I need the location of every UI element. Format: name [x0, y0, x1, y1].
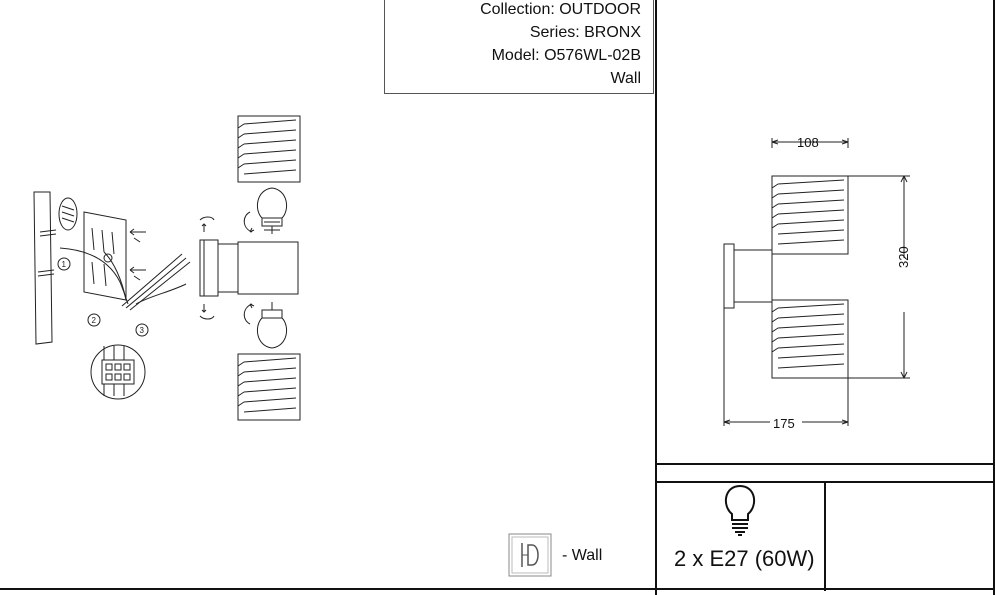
fixture-body: [217, 243, 239, 293]
rotate-arrow-bottom: [199, 304, 215, 320]
frame-spec-cell-divider: [824, 481, 826, 591]
bottom-bulb: [256, 302, 288, 349]
mount-type-label: Wall: [610, 70, 641, 87]
wall-mount-icon: [508, 533, 552, 577]
wall-slab: [33, 191, 53, 345]
series-label: Series: BRONX: [529, 24, 641, 41]
assembly-arrow-2: [129, 266, 146, 274]
dimension-diagram: [723, 138, 910, 426]
dim-width-label: 108: [797, 135, 819, 150]
dim-width-line: [771, 138, 849, 148]
step-2-number: 2: [92, 316, 97, 325]
installation-diagram: 1 2 3: [33, 115, 301, 421]
wall-legend-label: - Wall: [562, 547, 603, 564]
power-cable: [59, 247, 129, 305]
dim-wall-bracket: [723, 243, 735, 309]
dim-depth-line: [723, 308, 849, 426]
lamp-spec-label: 2 x E27 (60W): [674, 546, 815, 571]
frame-bottom-edge: [0, 588, 995, 590]
terminal-block: [101, 359, 135, 385]
collection-label: Collection: OUTDOOR: [480, 1, 641, 18]
step-2-circle: [87, 313, 101, 327]
frame-right-edge: [993, 0, 995, 595]
screw-callout: [58, 197, 78, 231]
wall-screw-lower: [37, 269, 55, 277]
assembly-arrow-1: [129, 228, 146, 236]
rotate-arrow-top: [199, 216, 215, 232]
frame-spec-divider-top: [655, 463, 995, 465]
light-bulb-icon: [724, 484, 756, 536]
bottom-louvre-cap: [237, 353, 301, 421]
terminal-block-callout: [90, 344, 146, 400]
top-bulb: [256, 187, 288, 234]
bottom-bulb-rotate-arrow: [243, 303, 255, 325]
dim-depth-label: 175: [773, 416, 795, 431]
dim-height-line: [848, 175, 910, 379]
step-3-number: 3: [140, 326, 145, 335]
top-bulb-rotate-arrow: [243, 211, 255, 233]
product-info-box: Collection: OUTDOOR Series: BRONX Model:…: [384, 0, 654, 94]
step-1-number: 1: [62, 260, 67, 269]
step-1-circle: [57, 257, 71, 271]
terminal-wires: [121, 253, 191, 311]
fixture-lamp-housing: [237, 241, 299, 295]
top-louvre-cap: [237, 115, 301, 183]
dim-height-label: 320: [896, 246, 911, 268]
model-label: Model: O576WL-02B: [491, 47, 641, 64]
wall-screw-upper: [39, 229, 57, 237]
fixture-backplate: [199, 239, 219, 297]
frame-vertical-divider: [655, 0, 657, 595]
step-3-circle: [135, 323, 149, 337]
